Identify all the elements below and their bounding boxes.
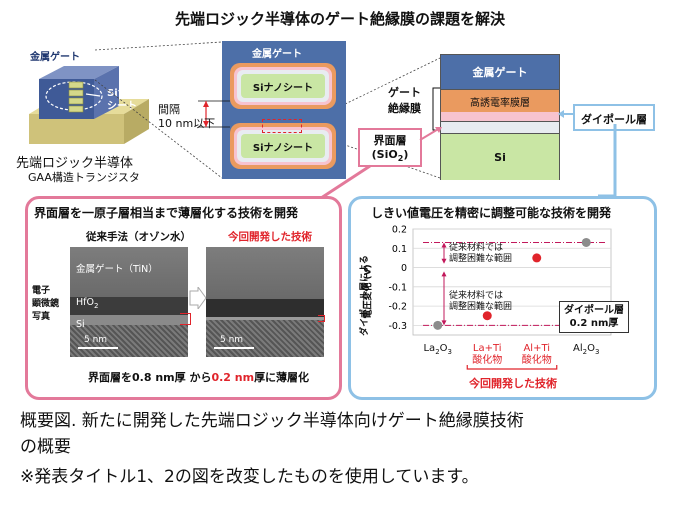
highlight-box	[262, 119, 302, 133]
scale-label-2: 5 nm	[220, 335, 244, 345]
em-side-label-1: 電子	[32, 286, 51, 296]
gate-insulator-label-1: ゲート	[388, 86, 421, 99]
device-caption-1: 先端ロジック半導体	[16, 156, 134, 171]
range-arrow-bottom-head	[441, 271, 447, 277]
stack-si: Si	[441, 133, 559, 180]
tem-si-label: Si	[76, 319, 85, 330]
figure-caption-line1: 概要図. 新たに開発した先端ロジック半導体向けゲート絶縁膜技術	[20, 411, 524, 431]
tem-gate-label: 金属ゲート（TiN）	[76, 264, 158, 275]
em-side-label-2: 顕微鏡	[32, 299, 60, 309]
chart-y-tick-label: -0.1	[388, 282, 407, 293]
cross-section-panel: 金属ゲート Siナノシート Siナノシート	[222, 41, 346, 179]
right-panel-heading: しきい値電圧を精密に調整可能な技術を開発	[371, 206, 612, 220]
scale-label-1: 5 nm	[84, 335, 108, 345]
chart-y-tick-label: 0.2	[392, 225, 407, 236]
figure-caption-note: ※発表タイトル1、2の図を改変したものを使用しています。	[20, 467, 479, 487]
conventional-method-label: 従来手法（オゾン水）	[86, 231, 191, 243]
stack-interface	[441, 121, 559, 134]
layer-stack: 金属ゲート 高誘電率膜層 Si	[440, 54, 560, 180]
chart-ylabel-2: 電圧変化 (V)	[363, 264, 374, 319]
chart-x-tick-label: La+Ti	[473, 343, 502, 354]
stack-metal-gate: 金属ゲート	[441, 55, 559, 89]
chart-y-tick-label: -0.2	[388, 302, 407, 313]
annotation-bottom: 従来材料では 調整困難な範囲	[449, 291, 513, 312]
new-method-label: 今回開発した技術	[228, 231, 312, 243]
tem-image-conventional: 金属ゲート（TiN） HfO2 Si 5 nm	[70, 247, 188, 357]
range-arrow-bottom-head	[441, 320, 447, 326]
dipole-callout: ダイポール層	[573, 104, 655, 131]
chart-x-tick-label: Al2O3	[573, 343, 599, 356]
interface-label-1: 界面層	[373, 134, 407, 147]
interface-arrow	[419, 127, 442, 141]
chart-data-point	[433, 320, 443, 330]
chart-data-point	[532, 253, 542, 263]
nanosheet-bottom-label: Siナノシート	[252, 142, 314, 154]
scale-bar-2	[214, 347, 254, 349]
dipole-callout-label: ダイポール層	[581, 113, 647, 126]
interface-callout: 界面層 (SiO2)	[358, 128, 422, 168]
comparison-arrow	[189, 287, 207, 309]
dipole-arrow	[558, 110, 574, 118]
spacing-indicator	[198, 100, 230, 128]
spacing-label-1: 間隔	[158, 103, 180, 116]
left-panel-bottom-text: 界面層を0.8 nm厚 から0.2 nm厚に薄層化	[88, 371, 310, 384]
left-panel-heading: 界面層を一原子層相当まで薄層化する技術を開発	[34, 206, 299, 220]
panel-connectors	[317, 124, 617, 202]
gaa-transistor-illustration: 金属ゲート Siナノ シート	[14, 34, 174, 174]
interface-marker-new	[318, 315, 325, 322]
range-arrow-top-head	[441, 242, 447, 248]
chart-y-tick-label: -0.3	[388, 321, 407, 332]
figure-caption-line2: の概要	[20, 437, 71, 457]
device-si-nanosheet-label-2: シート	[107, 101, 137, 112]
gate-insulator-label-2: 絶縁膜	[388, 102, 421, 115]
cross-section-metal-gate-label: 金属ゲート	[252, 49, 302, 60]
chart-data-point	[581, 237, 591, 247]
range-arrow-top-head	[441, 258, 447, 264]
page-title: 先端ロジック半導体のゲート絶縁膜の課題を解決	[174, 10, 505, 28]
scale-bar-1	[78, 347, 118, 349]
nanosheet-bottom: Siナノシート	[230, 123, 336, 169]
chart-y-tick-label: 0.1	[392, 244, 407, 255]
nanosheet-top: Siナノシート	[230, 63, 336, 109]
chart-x-tick-label: Al+Ti	[523, 343, 550, 354]
device-caption-2: GAA構造トランジスタ	[28, 171, 140, 184]
chart-x-tick-label-line2: 酸化物	[522, 353, 552, 366]
device-si-nanosheet-label-1: Siナノ	[107, 88, 138, 99]
device-metal-gate-label: 金属ゲート	[30, 52, 80, 63]
right-panel: しきい値電圧を精密に調整可能な技術を開発 0.2 0.1 0 -0.1 -0.2 -0.3…	[348, 196, 657, 400]
interface-marker-conventional	[180, 313, 191, 325]
stack-dipole	[441, 112, 559, 121]
nanosheet-top-label: Siナノシート	[252, 82, 314, 94]
new-technique-bracket	[466, 365, 558, 370]
annotation-top: 従来材料では 調整困難な範囲	[449, 243, 513, 264]
em-side-label-3: 写真	[32, 312, 51, 322]
chart-x-tick-label-line2: 酸化物	[472, 353, 502, 366]
tem-image-new: 5 nm	[206, 247, 324, 357]
left-panel: 界面層を一原子層相当まで薄層化する技術を開発 従来手法（オゾン水） 今回開発した…	[25, 196, 342, 400]
spacing-label-2: 10 nm以下	[158, 117, 216, 130]
chart-x-tick-label: La2O3	[423, 343, 452, 356]
tem-hfo-label: HfO2	[76, 297, 99, 310]
right-panel-footer: 今回開発した技術	[469, 377, 557, 390]
chart-data-point	[482, 311, 492, 321]
chart-y-tick-label: 0	[401, 263, 407, 274]
interface-label-2: (SiO2)	[371, 148, 409, 164]
dipole-thickness-box: ダイポール層 0.2 nm厚	[559, 301, 629, 333]
